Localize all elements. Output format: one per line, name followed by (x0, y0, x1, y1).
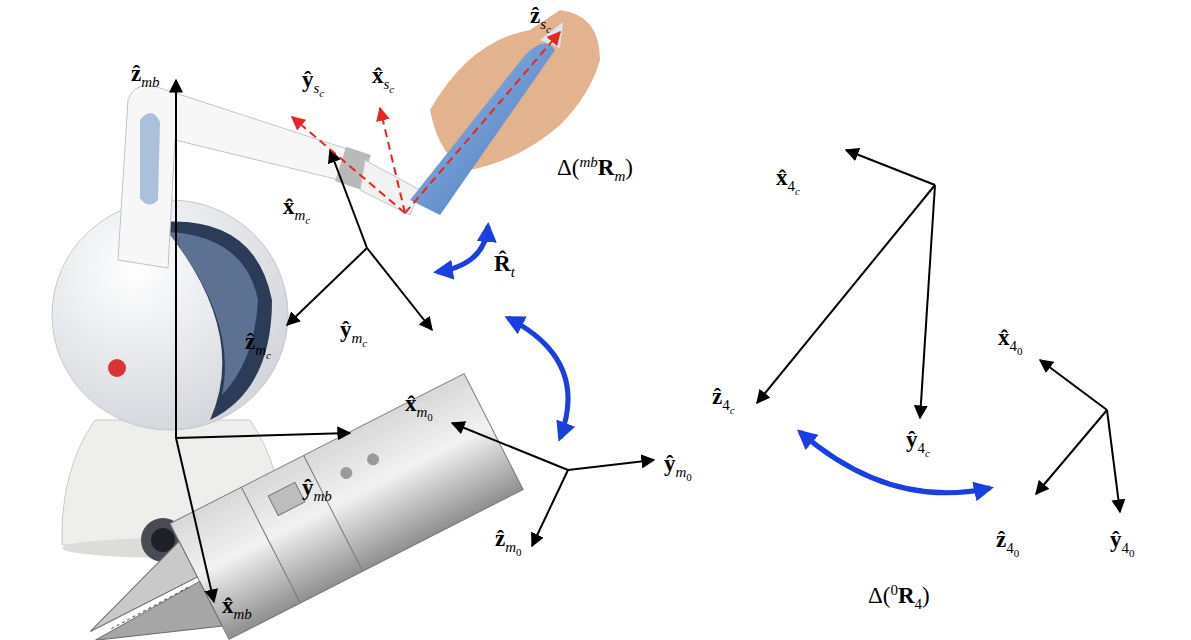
frame-label: ẑmb (131, 62, 160, 85)
axis-subscript: m (614, 169, 625, 184)
axis-subscript: mb (579, 155, 597, 170)
frame-label: x̂sc (372, 64, 394, 87)
axis-subscript: 0 (1017, 346, 1023, 357)
frame-label: ŷsc (302, 68, 324, 91)
frame-label: ẑm0 (495, 527, 522, 550)
frame-label: x̂mb (222, 594, 252, 617)
axis-subscript: c (730, 405, 735, 416)
axis-symbol: Δ( (557, 156, 579, 179)
axis-subscript: 0 (890, 583, 898, 598)
axis-subscript: m (255, 343, 266, 358)
frame-label: x̂40 (998, 326, 1023, 349)
axis-symbol: ẑ (996, 528, 1006, 551)
axis-subscript: 0 (1129, 548, 1135, 559)
axis-symbol: x̂ (372, 64, 384, 87)
axis-subscript: c (305, 215, 310, 226)
axis-symbol: ) (625, 156, 633, 179)
axis-subscript: s (384, 77, 390, 92)
axis-subscript: s (540, 17, 546, 32)
axis-subscript: 0 (1014, 548, 1020, 559)
axis-symbol: R̂ (494, 252, 511, 275)
frame-label: x̂mc (283, 195, 310, 218)
axis-subscript: 0 (516, 547, 522, 558)
axis-symbol: ẑ (131, 62, 141, 85)
axis-symbol: ẑ (530, 4, 540, 27)
axis-symbol: ẑ (245, 330, 255, 353)
axis-subscript: 4 (1122, 541, 1130, 556)
frame-label: ŷ4c (906, 428, 930, 451)
axis-subscript: c (546, 24, 551, 35)
axis-subscript: 4 (722, 398, 730, 413)
axis-symbol: x̂ (776, 166, 788, 189)
axis-subscript: m (417, 405, 428, 420)
axis-subscript: 4 (1010, 339, 1018, 354)
frame-label: Δ(0R4) (868, 584, 930, 607)
axis-subscript: 4 (788, 179, 796, 194)
axis-symbol: ẑ (712, 385, 722, 408)
axis-subscript: mb (234, 607, 252, 622)
axis-symbol: ) (922, 584, 930, 607)
axis-symbol: ẑ (495, 527, 505, 550)
axis-subscript: s (314, 81, 320, 96)
axis-subscript: 0 (427, 412, 433, 423)
frame-label: x̂4c (776, 166, 800, 189)
axis-subscript: mb (314, 489, 332, 504)
frame-label: ẑsc (530, 4, 551, 27)
frame-label: ŷmc (340, 318, 367, 341)
axis-symbol: Δ( (868, 584, 890, 607)
axis-symbol: ŷ (1110, 528, 1122, 551)
frame-label: ŷmb (302, 476, 332, 499)
axis-subscript: m (295, 208, 306, 223)
frame-label: x̂m0 (405, 392, 433, 415)
frame-label: ŷ40 (1110, 528, 1135, 551)
frame-label: R̂t (494, 252, 515, 275)
axis-symbol: R (898, 584, 915, 607)
frame-label: ŷm0 (664, 452, 692, 475)
axis-subscript: m (505, 540, 516, 555)
axis-subscript: m (676, 465, 687, 480)
axis-subscript: c (319, 88, 324, 99)
axis-subscript: c (389, 84, 394, 95)
axis-subscript: 4 (1006, 541, 1014, 556)
axis-symbol: ŷ (906, 428, 918, 451)
axis-subscript: 0 (686, 472, 692, 483)
axis-subscript: m (352, 331, 363, 346)
axis-symbol: ŷ (302, 476, 314, 499)
axis-symbol: x̂ (405, 392, 417, 415)
axis-symbol: ŷ (664, 452, 676, 475)
axis-symbol: x̂ (283, 195, 295, 218)
axis-subscript: c (795, 186, 800, 197)
axis-symbol: ŷ (302, 68, 314, 91)
frame-label: ẑ4c (712, 385, 735, 408)
axis-symbol: R (598, 156, 615, 179)
axis-subscript: t (511, 265, 515, 280)
axis-subscript: c (925, 448, 930, 459)
axis-subscript: 4 (915, 597, 923, 612)
frame-label: Δ(mbRm) (557, 156, 633, 179)
axis-subscript: mb (141, 75, 159, 90)
frame-label: ẑ40 (996, 528, 1019, 551)
axis-subscript: 4 (918, 441, 926, 456)
frame-label: ẑmc (245, 330, 271, 353)
axis-symbol: x̂ (998, 326, 1010, 349)
axis-symbol: x̂ (222, 594, 234, 617)
axis-subscript: c (266, 350, 271, 361)
axis-symbol: ŷ (340, 318, 352, 341)
axis-subscript: c (362, 338, 367, 349)
